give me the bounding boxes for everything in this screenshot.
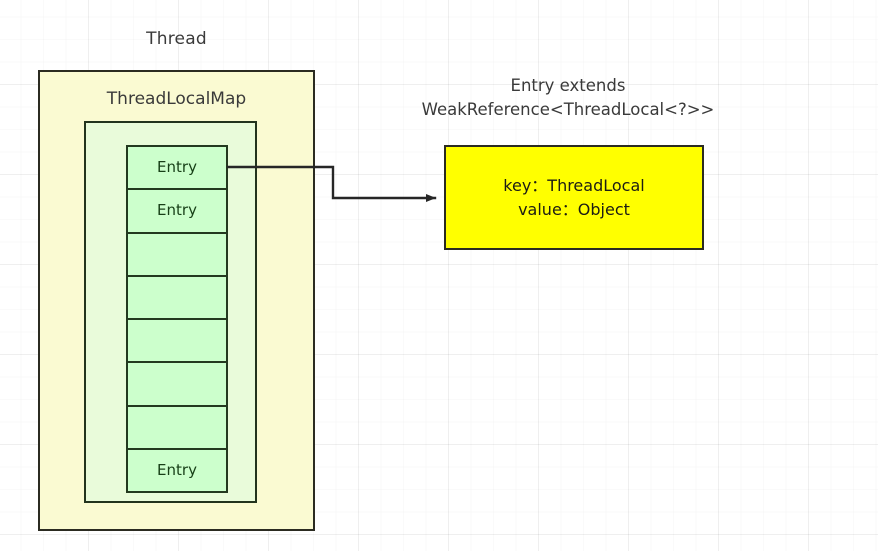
entry-row: Entry	[128, 147, 226, 191]
entry-row	[128, 320, 226, 364]
entry-extends-caption-line1: Entry extends	[510, 76, 626, 95]
entry-table: Entry Entry Entry	[126, 145, 228, 493]
thread-local-map-label: ThreadLocalMap	[106, 89, 247, 109]
entry-row	[128, 276, 226, 320]
entry-row: Entry	[128, 190, 226, 234]
entry-key-line: key：ThreadLocal	[503, 175, 645, 195]
entry-row	[128, 233, 226, 277]
entry-row	[128, 363, 226, 407]
entry-detail-box: key：ThreadLocal value：Object	[444, 145, 704, 250]
entry-extends-caption: Entry extends WeakReference<ThreadLocal<…	[398, 74, 738, 122]
entry-extends-caption-line2: WeakReference<ThreadLocal<?>>	[421, 100, 715, 119]
entry-value-line: value：Object	[518, 199, 630, 219]
entry-row: Entry	[128, 449, 226, 491]
entry-to-detail-arrow	[226, 165, 437, 202]
arrow-path	[226, 165, 437, 202]
thread-label: Thread	[146, 29, 207, 49]
entry-row	[128, 406, 226, 450]
